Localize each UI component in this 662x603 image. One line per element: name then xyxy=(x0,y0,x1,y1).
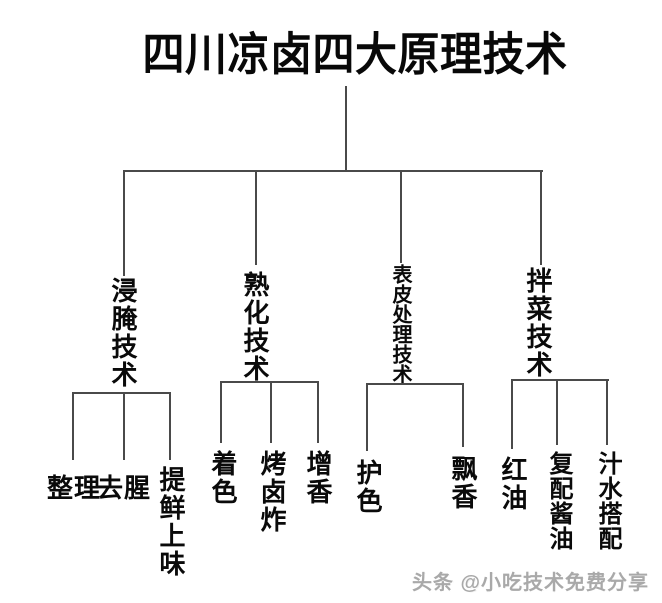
connector-leaf-drop xyxy=(511,379,513,449)
connector-leaf-drop xyxy=(366,383,368,451)
leaf-node-protect-color: 护色 xyxy=(353,459,383,515)
branch-node-salad-mixing: 拌菜技术 xyxy=(523,267,553,379)
leaf-node-enhance-flavor: 提鲜上味 xyxy=(156,466,186,578)
connector-leaf-drop xyxy=(317,381,319,443)
connector-leaf-drop xyxy=(72,392,74,460)
watermark-text: 头条 @小吃技术免费分享 xyxy=(411,572,649,594)
leaf-node-deodorize: 去腥 xyxy=(96,473,152,503)
connector-leaf-drop xyxy=(123,392,125,460)
diagram-title: 四川凉卤四大原理技术 xyxy=(142,28,568,80)
branch-node-surface-treatment: 表皮处理技术 xyxy=(389,264,411,384)
connector-leaf-drop xyxy=(270,381,272,443)
leaf-node-sauce-pairing: 汁水搭配 xyxy=(594,451,621,551)
leaf-node-organize: 整理 xyxy=(46,473,102,503)
branch-node-cooking: 熟化技术 xyxy=(240,271,270,383)
connector-leaf-drop xyxy=(220,381,222,443)
leaf-node-fragrance: 飘香 xyxy=(448,455,478,511)
connector-leaf-drop xyxy=(462,383,464,447)
connector-branch4-drop xyxy=(540,170,542,265)
connector-branch3-horizontal xyxy=(367,383,464,385)
leaf-node-roast-braise-fry: 烤卤炸 xyxy=(257,450,287,534)
leaf-node-compound-soy-sauce: 复配酱油 xyxy=(545,451,572,551)
connector-branch4-horizontal xyxy=(512,379,609,381)
connector-root-stub xyxy=(345,86,347,171)
connector-branch1-drop xyxy=(123,170,125,276)
connector-branch2-drop xyxy=(255,170,257,265)
connector-leaf-drop xyxy=(169,392,171,460)
leaf-node-coloring: 着色 xyxy=(208,450,238,506)
leaf-node-red-oil: 红油 xyxy=(498,456,528,512)
branch-node-soak-marinate: 浸腌技术 xyxy=(108,277,138,389)
connector-branch1-horizontal xyxy=(73,392,171,394)
connector-leaf-drop xyxy=(556,379,558,445)
leaf-node-add-aroma: 增香 xyxy=(303,450,333,506)
connector-branch3-drop xyxy=(400,170,402,263)
connector-top-horizontal xyxy=(124,170,543,172)
connector-leaf-drop xyxy=(606,379,608,445)
